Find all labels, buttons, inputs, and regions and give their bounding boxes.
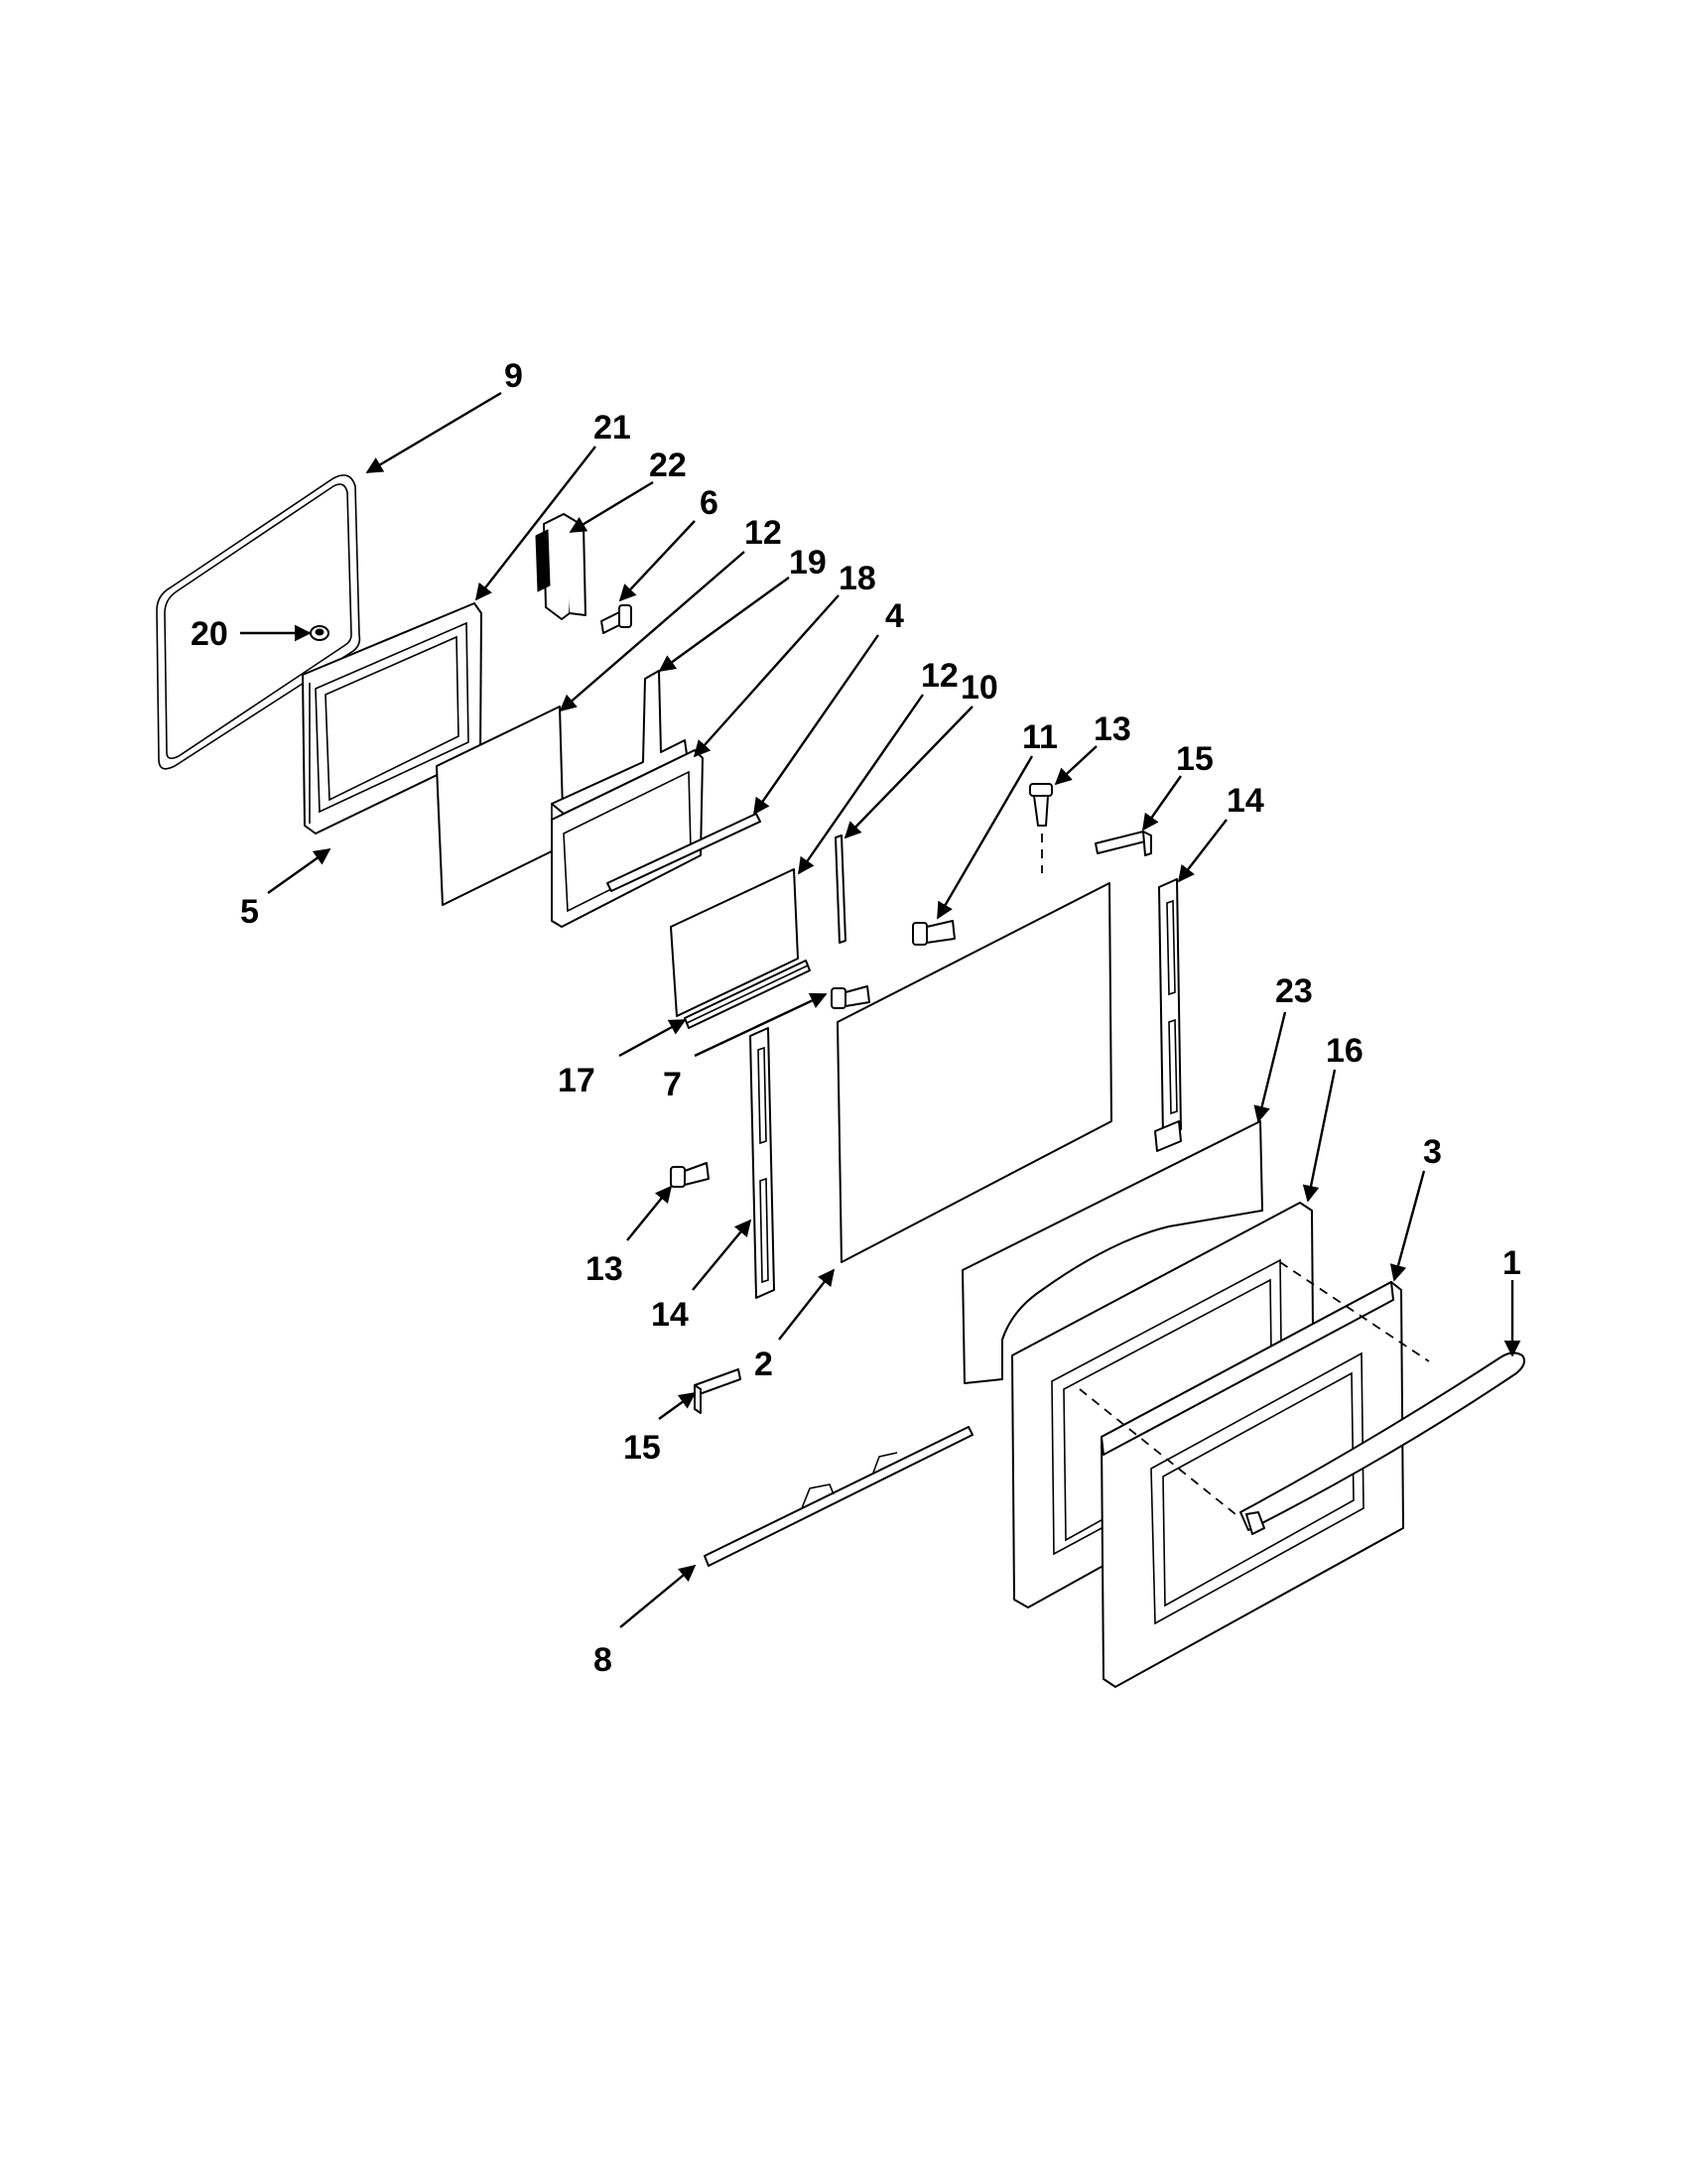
screw-left — [831, 985, 870, 1009]
leader-lines — [240, 391, 1521, 1628]
callout-5: 5 — [240, 893, 259, 931]
callout-15a: 15 — [1176, 740, 1214, 778]
callout-10: 10 — [961, 669, 998, 707]
callout-9: 9 — [504, 357, 523, 395]
callout-23: 23 — [1275, 972, 1313, 1010]
callout-14b: 14 — [651, 1296, 689, 1334]
callout-2: 2 — [754, 1346, 773, 1383]
screw-center — [912, 920, 956, 946]
callout-22: 22 — [649, 447, 687, 484]
glass-panel-lower — [670, 868, 799, 1017]
callout-15b: 15 — [623, 1429, 661, 1467]
callout-19: 19 — [789, 544, 827, 581]
callout-11: 11 — [1022, 718, 1058, 756]
lower-channel — [684, 960, 811, 1029]
callout-14a: 14 — [1227, 782, 1264, 820]
callout-17: 17 — [558, 1062, 595, 1099]
callout-6: 6 — [700, 484, 718, 522]
screw-top — [1029, 783, 1053, 873]
callout-12b: 12 — [921, 657, 959, 695]
outer-door-panel — [1101, 1281, 1404, 1688]
callout-13b: 13 — [585, 1250, 623, 1288]
inner-door-panel — [302, 602, 482, 835]
callout-13a: 13 — [1094, 710, 1131, 748]
callout-8: 8 — [593, 1641, 612, 1679]
bracket-upper — [1095, 831, 1152, 856]
screw-lower — [670, 1162, 710, 1188]
door-handle — [1239, 1351, 1525, 1535]
callout-20: 20 — [191, 615, 228, 653]
outer-glass — [837, 882, 1112, 1263]
trim-strip — [704, 1426, 974, 1567]
side-rail-right — [1154, 878, 1182, 1152]
hinge-bracket — [535, 513, 586, 620]
callout-16: 16 — [1326, 1032, 1363, 1070]
insulation-panel — [962, 1120, 1263, 1384]
door-gasket — [156, 474, 361, 770]
callout-18: 18 — [839, 560, 876, 597]
side-rail-left — [749, 1027, 775, 1299]
callout-4: 4 — [885, 597, 904, 635]
screw — [600, 604, 632, 634]
callout-3: 3 — [1423, 1133, 1442, 1171]
callout-1: 1 — [1502, 1244, 1521, 1282]
thin-strip — [835, 835, 846, 944]
callout-21: 21 — [593, 409, 631, 447]
callout-labels: 9 21 22 6 12 19 18 4 12 10 11 13 15 14 2… — [191, 357, 1521, 1679]
bracket-lower — [694, 1368, 741, 1414]
grommet — [310, 625, 329, 641]
channel-strip — [606, 813, 761, 892]
callout-12a: 12 — [744, 514, 782, 552]
callout-7: 7 — [663, 1066, 682, 1103]
